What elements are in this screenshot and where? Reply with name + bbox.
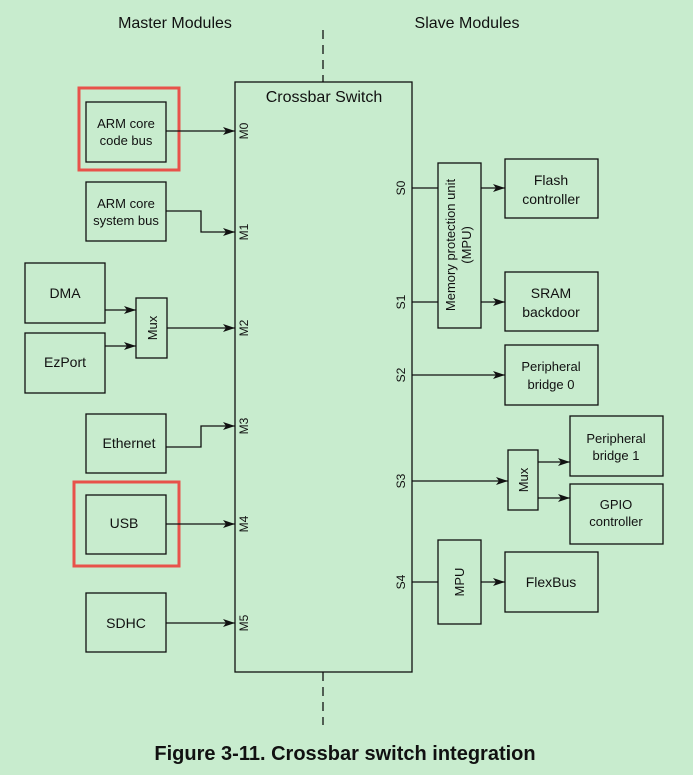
ezport-label: EzPort [44,354,86,370]
port-m2: M2 [237,319,251,336]
sram-backdoor-label-2: backdoor [522,304,580,320]
mpu-main-box [437,162,482,329]
figure-caption: Figure 3-11. Crossbar switch integration [154,743,535,765]
ethernet-label: Ethernet [103,435,156,451]
dma-box [24,262,106,324]
slave-mux: Mux [507,449,539,511]
mpu-main-label-2: (MPU) [459,226,474,264]
port-s0: S0 [394,180,408,195]
arm-core-code-bus-label-1: ARM core [97,116,155,131]
mpu-main-label-1: Memory protection unit [443,179,458,312]
memory-protection-unit: Memory protection unit (MPU) [437,162,482,329]
dma-module: DMA [24,262,106,324]
flash-controller-label-1: Flash [534,172,568,188]
usb-label: USB [110,515,139,531]
ethernet-box [85,413,167,474]
peripheral-bridge-1-label-2: bridge 1 [593,448,640,463]
arm-core-code-bus-box [85,101,167,163]
slave-modules-header: Slave Modules [415,15,520,32]
flash-controller-label-2: controller [522,191,580,207]
flash-controller-module: Flash controller [504,158,599,219]
peripheral-bridge-1-module: Peripheral bridge 1 [569,415,664,477]
peripheral-bridge-1-box [569,415,664,477]
port-m5: M5 [237,614,251,631]
arm-core-code-bus-module: ARM core code bus [85,101,167,163]
gpio-controller-label-2: controller [589,514,643,529]
gpio-controller-module: GPIO controller [569,483,664,545]
slave-mux-box [507,449,539,511]
crossbar-switch-title: Crossbar Switch [266,89,382,106]
gpio-controller-label-1: GPIO [600,497,633,512]
sram-backdoor-label-1: SRAM [531,285,571,301]
mpu-small-label: MPU [452,568,467,597]
port-m3: M3 [237,417,251,434]
port-m0: M0 [237,122,251,139]
flexbus-label: FlexBus [526,574,577,590]
dma-label: DMA [49,285,81,301]
wire-ethernet-to-m3 [166,422,235,448]
peripheral-bridge-0-module: Peripheral bridge 0 [504,344,599,406]
peripheral-bridge-1-label-1: Peripheral [586,431,645,446]
port-s1: S1 [394,294,408,309]
sram-backdoor-module: SRAM backdoor [504,271,599,332]
arm-core-code-bus-label-2: code bus [100,133,153,148]
arm-core-system-bus-label-2: system bus [93,213,159,228]
port-s3: S3 [394,473,408,488]
port-s2: S2 [394,367,408,382]
gpio-controller-box [569,483,664,545]
peripheral-bridge-0-label-1: Peripheral [521,359,580,374]
crossbar-switch: Crossbar Switch [234,81,413,673]
wire-arm-system-to-m1 [166,210,235,236]
sdhc-label: SDHC [106,615,146,631]
ezport-box [24,332,106,394]
ethernet-module: Ethernet [85,413,167,474]
arm-core-system-bus-module: ARM core system bus [85,181,167,242]
master-modules-header: Master Modules [118,15,232,32]
port-s4: S4 [394,574,408,589]
peripheral-bridge-0-label-2: bridge 0 [528,377,575,392]
highlight-frame-arm-code-bus [77,86,181,172]
master-mux-label: Mux [145,315,160,340]
port-m1: M1 [237,223,251,240]
slave-mux-label: Mux [516,467,531,492]
port-m4: M4 [237,515,251,532]
crossbar-switch-box [234,81,413,673]
arm-core-system-bus-label-1: ARM core [97,196,155,211]
ezport-module: EzPort [24,332,106,394]
